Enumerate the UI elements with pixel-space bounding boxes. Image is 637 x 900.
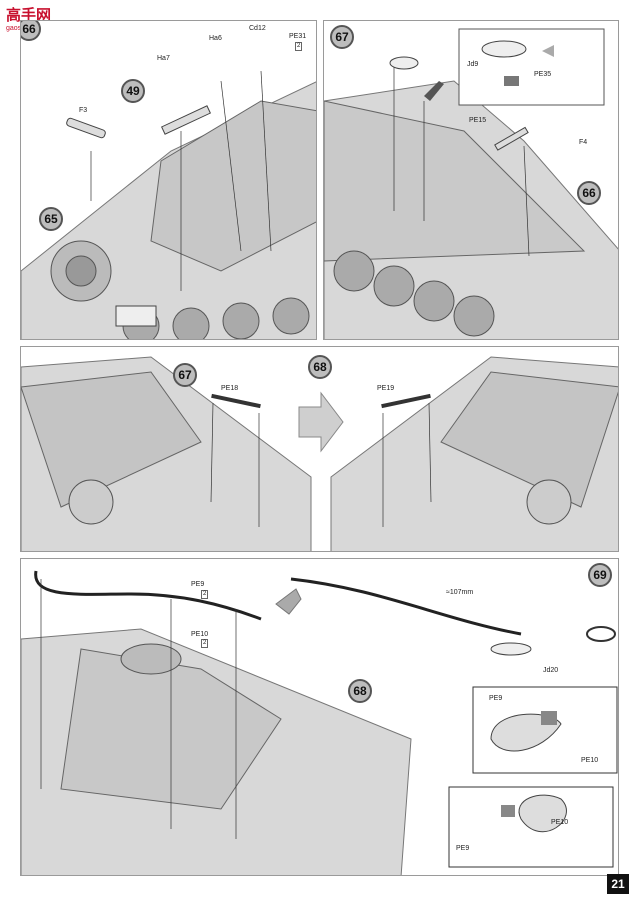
hull-drawing-67	[324, 28, 618, 339]
hull-drawing-69	[21, 570, 618, 875]
panel-step-66: 66 49 65 Cd12 PE31 2 Ha6 Ha7 F3	[20, 20, 317, 340]
detail2-pe10-label: PE10	[551, 819, 569, 826]
panel-step-69: 69 68 PE9 2 PE10 2 ≈107mm Jd20 PE9 PE10 …	[20, 558, 619, 876]
pe31-mark: 2	[295, 42, 303, 51]
callout-67: 67	[173, 363, 197, 387]
part-label-jd20: Jd20	[543, 667, 559, 674]
part-label-pe9: PE9	[191, 581, 205, 588]
step-number-67: 67	[330, 25, 354, 49]
part-label-pe31: PE31	[289, 33, 307, 40]
part-label-ha6: Ha6	[209, 35, 222, 42]
detail2-pe9-label: PE9	[456, 845, 470, 852]
part-label-pe19: PE19	[377, 385, 395, 392]
callout-66: 66	[577, 181, 601, 205]
pe9-mark: 2	[201, 590, 209, 599]
pe10-mark: 2	[201, 639, 209, 648]
part-label-pe10: PE10	[191, 631, 209, 638]
part-label-jd9: Jd9	[467, 61, 479, 68]
callout-68: 68	[348, 679, 372, 703]
part-label-f3: F3	[79, 107, 88, 114]
panel-step-67: 67 66 Jd9 PE35 PE15 F4	[323, 20, 619, 340]
step-number-68: 68	[308, 355, 332, 379]
part-label-ha7: Ha7	[157, 55, 170, 62]
step-number-69: 69	[588, 563, 612, 587]
callout-49: 49	[121, 79, 145, 103]
callout-65: 65	[39, 207, 63, 231]
page-number: 21	[607, 874, 629, 894]
part-label-pe18: PE18	[221, 385, 239, 392]
hull-drawing-68	[21, 356, 618, 551]
part-label-cd12: Cd12	[249, 25, 266, 32]
hull-drawing-66	[21, 70, 316, 339]
panel-step-68: 68 67 PE18 PE19	[20, 346, 619, 552]
step-number-66: 66	[21, 21, 41, 41]
part-label-pe35: PE35	[534, 71, 552, 78]
detail1-pe9-label: PE9	[489, 695, 503, 702]
part-label-pe15: PE15	[469, 117, 487, 124]
part-label-f4: F4	[579, 139, 588, 146]
detail1-pe10-label: PE10	[581, 757, 599, 764]
cable-length-label: ≈107mm	[446, 589, 474, 596]
site-logo-name: 高手网	[6, 7, 52, 24]
